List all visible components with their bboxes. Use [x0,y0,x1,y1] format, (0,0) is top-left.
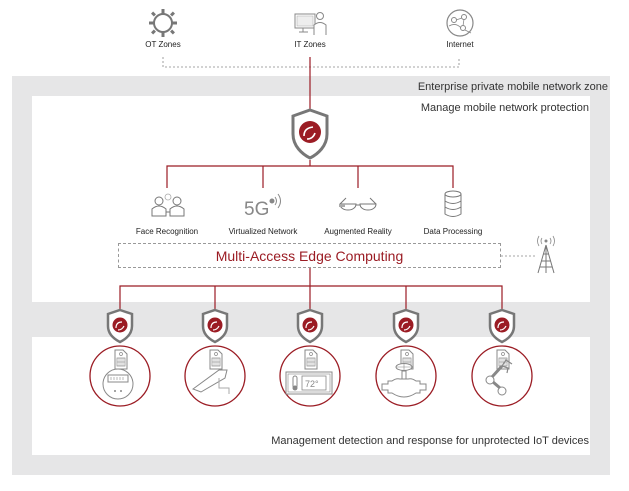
robotic-arm-icon [485,359,513,396]
top-node-it-zones: IT Zones [294,40,326,49]
trend-shield-icon [291,108,329,160]
lower-panel-label: Management detection and response for un… [271,435,589,447]
device-shield-icon [201,308,229,344]
sim-card-icon [304,349,318,370]
valve-icon [381,363,427,398]
smart-meter-icon [102,368,134,400]
devices-bus-line [119,285,503,312]
top-dashed-connector [162,57,460,68]
app-virtualized-network: Virtualized Network [228,227,298,236]
device-shield-icon [106,308,134,344]
mec-box: Multi-Access Edge Computing [118,243,501,268]
sim-card-icon [114,349,128,370]
thermostat-display-value: 72° [305,379,319,389]
zone-label: Enterprise private mobile network zone [417,81,608,93]
iot-device-robotic-arm [471,345,533,407]
ar-glasses-icon [339,197,377,211]
cell-tower-icon [537,235,555,274]
device-shield-icon [296,308,324,344]
globe-network-icon [446,9,474,37]
iot-device-surveillance-camera [184,345,246,407]
face-recognition-icon [151,193,185,217]
iot-device-smart-meter [89,345,151,407]
top-node-internet: Internet [446,40,474,49]
svg-text:5G: 5G [244,199,269,218]
sim-card-icon [209,349,223,370]
iot-device-thermostat: 72° [279,345,341,407]
computer-user-icon [294,12,327,35]
device-shield-icon [488,308,516,344]
apps-bus-line [166,165,454,188]
thermostat-icon [285,371,333,395]
gear-icon [149,9,177,37]
device-shield-icon [392,308,420,344]
database-icon [444,190,462,217]
app-face-recognition: Face Recognition [135,227,199,236]
iot-device-valve [375,345,437,407]
app-data-processing: Data Processing [423,227,483,236]
upper-panel-label: Manage mobile network protection [420,102,589,114]
surveillance-camera-icon [191,369,230,394]
app-augmented-reality: Augmented Reality [324,227,392,236]
mec-label: Multi-Access Edge Computing [215,247,404,264]
top-node-ot-zones: OT Zones [145,40,181,49]
5g-icon: 5G [244,193,281,218]
